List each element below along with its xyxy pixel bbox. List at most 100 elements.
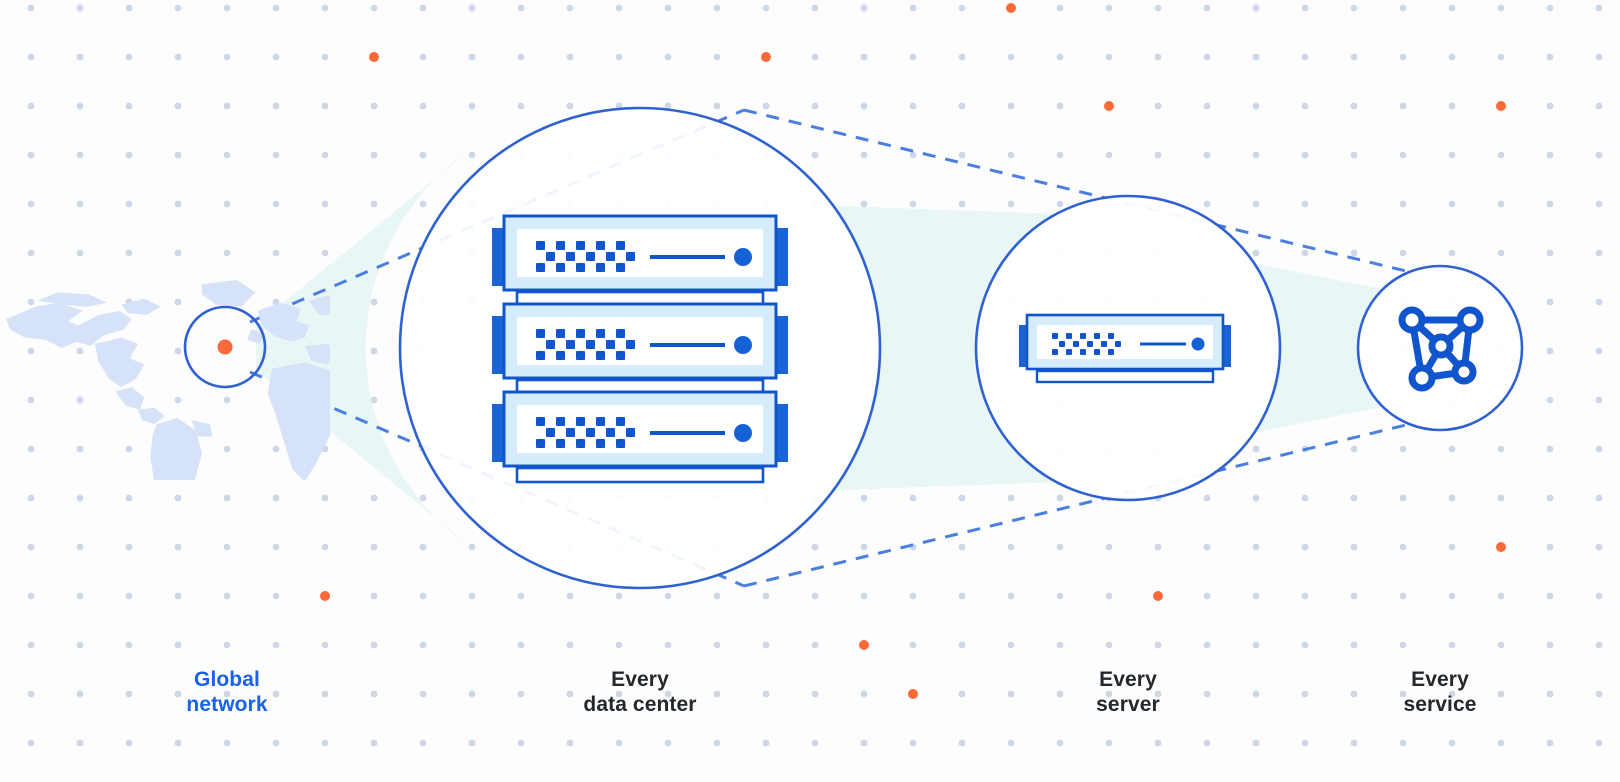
grid-dot [517,592,525,600]
grid-dot [1399,543,1407,551]
grid-dot [223,396,231,404]
grid-dot [76,739,84,747]
grid-dot [1595,102,1603,110]
grid-dot [223,53,231,61]
grid-dot [76,200,84,208]
grid-dot [174,249,182,257]
stage-data-center[interactable] [398,106,882,590]
grid-dot [1252,543,1260,551]
grid-dot [27,396,35,404]
grid-dot [1448,592,1456,600]
grid-dot [1056,592,1064,600]
grid-dot [1252,200,1260,208]
grid-dot [1301,102,1309,110]
grid-dot [1546,151,1554,159]
grid-dot [272,690,280,698]
grid-dot [272,53,280,61]
grid-dot [1448,543,1456,551]
grid-dot [762,4,770,12]
grid-dot [125,200,133,208]
grid-dot [958,592,966,600]
grid-dot [174,543,182,551]
grid-dot [1595,53,1603,61]
grid-dot [1056,543,1064,551]
grid-dot [1497,4,1505,12]
grid-dot [370,200,378,208]
grid-dot [174,102,182,110]
grid-dot [1399,249,1407,257]
grid-dot [1399,690,1407,698]
grid-dot [1497,200,1505,208]
server-status-dot [734,336,752,354]
grid-dot [27,690,35,698]
grid-dot [909,739,917,747]
grid-dot [1497,151,1505,159]
grid-dot [370,396,378,404]
grid-dot [566,592,574,600]
grid-dot [762,690,770,698]
grid-dot [958,102,966,110]
grid-dot [713,4,721,12]
grid-dot [370,151,378,159]
grid-dot [174,298,182,306]
grid-dot [76,690,84,698]
global-network-circle [183,305,267,389]
grid-dot [370,690,378,698]
grid-dot [370,543,378,551]
grid-dot [1350,200,1358,208]
grid-dot [958,690,966,698]
grid-dot [27,739,35,747]
grid-dot [1056,53,1064,61]
grid-dot [1546,494,1554,502]
grid-dot [125,53,133,61]
grid-dot [125,445,133,453]
grid-dot [664,4,672,12]
grid-dot [223,494,231,502]
grid-dot [1203,53,1211,61]
grid-dot [1497,494,1505,502]
grid-dot [1448,151,1456,159]
grid-dot [1497,445,1505,453]
grid-dot [321,641,329,649]
grid-dot [1301,592,1309,600]
network-mesh-icon [1398,306,1484,392]
grid-dot [321,151,329,159]
grid-dot [1056,494,1064,502]
grid-dot [1595,347,1603,355]
grid-dot [860,592,868,600]
global-network-location-dot [217,339,233,355]
grid-dot [1448,249,1456,257]
grid-dot [1056,690,1064,698]
grid-dot [419,690,427,698]
grid-dot [321,690,329,698]
grid-dot [909,592,917,600]
stage-global-network[interactable] [183,305,267,389]
grid-dot [1497,249,1505,257]
grid-dot [1007,200,1015,208]
grid-dot [1448,53,1456,61]
grid-dot [1252,494,1260,502]
grid-dot [76,347,84,355]
grid-dot [1350,543,1358,551]
stage-server[interactable] [974,194,1282,502]
grid-dot [615,592,623,600]
grid-dot [1595,200,1603,208]
grid-dot [1203,690,1211,698]
grid-dot [909,4,917,12]
grid-dot-accent [1496,101,1506,111]
grid-dot [27,592,35,600]
label-server: Every server [1096,668,1160,716]
grid-dot [1399,592,1407,600]
grid-dot [1203,4,1211,12]
grid-dot [468,151,476,159]
stage-service[interactable] [1356,264,1524,432]
grid-dot [370,739,378,747]
grid-dot [1448,641,1456,649]
grid-dot [1203,494,1211,502]
grid-dot [125,102,133,110]
grid-dot-accent [1153,591,1163,601]
grid-dot [615,739,623,747]
grid-dot [468,53,476,61]
grid-dot [1448,494,1456,502]
grid-dot [1007,494,1015,502]
